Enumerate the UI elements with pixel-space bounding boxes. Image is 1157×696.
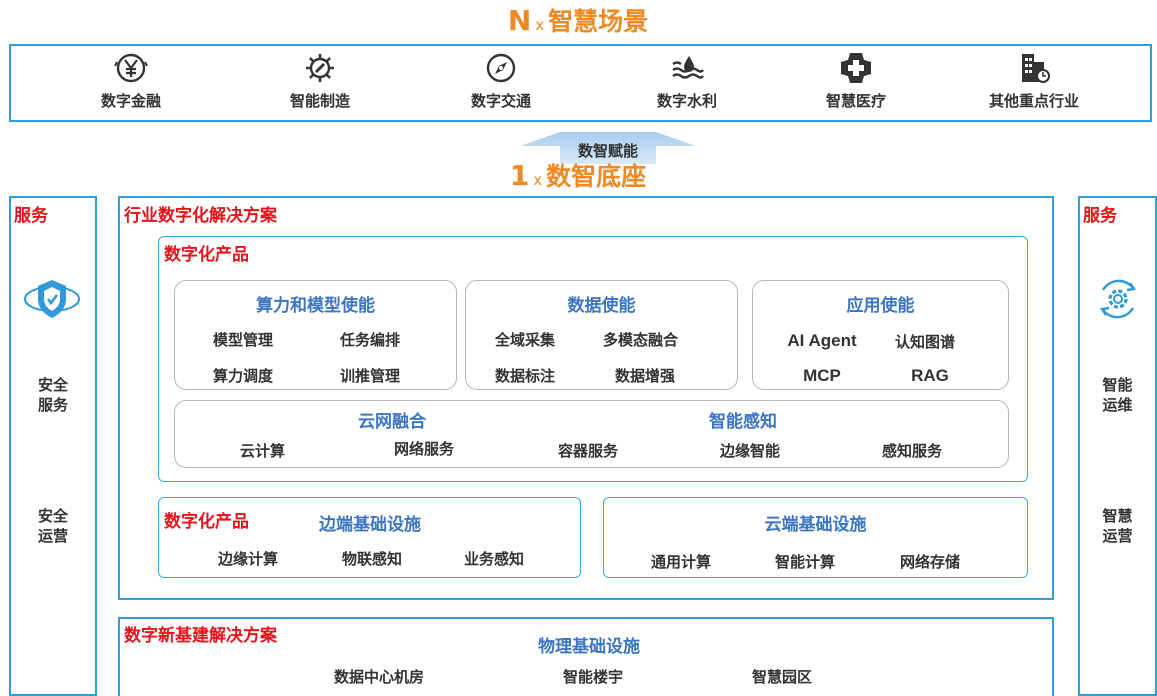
data-enable-title: 数据使能 bbox=[567, 296, 636, 316]
left-service-item: 安全 运营 bbox=[37, 507, 68, 545]
physical-item: 数据中心机房 bbox=[334, 668, 425, 686]
cloud-item: 智能计算 bbox=[775, 553, 836, 571]
shield-icon bbox=[24, 280, 80, 318]
compute-item: 任务编排 bbox=[340, 331, 401, 349]
cloudnet-item: 容器服务 bbox=[558, 442, 619, 460]
compute-item: 模型管理 bbox=[213, 331, 274, 349]
data-item: 数据增强 bbox=[615, 367, 676, 385]
data-item: 数据标注 bbox=[495, 367, 556, 385]
scenes-title-n: N bbox=[507, 4, 532, 37]
compute-enable-title: 算力和模型使能 bbox=[256, 296, 375, 316]
medical-cross-icon bbox=[841, 53, 871, 83]
empower-arrow bbox=[520, 132, 696, 164]
scene-finance: 数字金融 bbox=[76, 50, 186, 111]
scene-medical: 智慧医疗 bbox=[801, 50, 911, 111]
edge-item: 物联感知 bbox=[342, 550, 403, 568]
building-icon bbox=[1022, 54, 1050, 83]
scene-label: 数字金融 bbox=[100, 92, 161, 110]
base-title-text: 数智底座 bbox=[546, 162, 647, 191]
cloud-infra-title: 云端基础设施 bbox=[764, 515, 867, 535]
gear-wrench-icon bbox=[306, 54, 334, 82]
right-service-title: 服务 bbox=[1083, 206, 1117, 226]
app-item: RAG bbox=[911, 366, 949, 385]
app-enable-title: 应用使能 bbox=[846, 296, 915, 316]
physical-infra-title: 物理基础设施 bbox=[538, 637, 640, 657]
scene-transport: 数字交通 bbox=[446, 50, 556, 111]
water-icon bbox=[672, 56, 704, 79]
app-item: MCP bbox=[803, 366, 841, 385]
cloudnet-item: 感知服务 bbox=[882, 442, 943, 460]
right-service-item: 智慧 运营 bbox=[1102, 507, 1133, 545]
app-item: AI Agent bbox=[787, 331, 857, 350]
edge-item: 边缘计算 bbox=[218, 550, 279, 568]
scene-label: 其他重点行业 bbox=[988, 92, 1079, 110]
empower-label: 数智赋能 bbox=[577, 142, 638, 160]
gear-refresh-icon bbox=[1099, 279, 1137, 319]
scene-water: 数字水利 bbox=[632, 50, 742, 111]
yen-icon bbox=[114, 53, 148, 83]
new-infra-panel bbox=[118, 617, 1054, 696]
cloud-item: 通用计算 bbox=[651, 553, 712, 571]
cloudnet-title: 云网融合 bbox=[358, 412, 426, 432]
right-service-panel bbox=[1078, 196, 1157, 696]
cloudnet-item: 云计算 bbox=[240, 442, 286, 460]
compute-item: 训推管理 bbox=[340, 367, 401, 385]
data-item: 多模态融合 bbox=[603, 331, 679, 349]
scene-label: 数字交通 bbox=[470, 92, 531, 110]
scene-label: 数字水利 bbox=[656, 92, 717, 110]
industry-solution-title: 行业数字化解决方案 bbox=[124, 206, 277, 226]
scene-label: 智能制造 bbox=[289, 92, 350, 110]
new-infra-title: 数字新基建解决方案 bbox=[124, 626, 277, 646]
perception-title: 智能感知 bbox=[709, 412, 777, 432]
right-service-item: 智能 运维 bbox=[1102, 376, 1133, 414]
left-service-item: 安全 服务 bbox=[37, 376, 68, 414]
edge-infra-title: 边端基础设施 bbox=[319, 515, 421, 535]
app-item: 认知图谱 bbox=[895, 333, 956, 351]
scenes-title-x: x bbox=[535, 16, 545, 34]
left-service-title: 服务 bbox=[14, 206, 48, 226]
edge-infra-panel bbox=[158, 497, 581, 578]
digital-product-title: 数字化产品 bbox=[164, 245, 249, 265]
scenes-title-text: 智慧场景 bbox=[548, 7, 649, 36]
physical-item: 智能楼宇 bbox=[563, 668, 624, 686]
base-title-x: x bbox=[533, 171, 543, 189]
edge-infra-tag: 数字化产品 bbox=[164, 512, 249, 532]
scene-label: 智慧医疗 bbox=[825, 92, 886, 110]
physical-item: 智慧园区 bbox=[752, 668, 813, 686]
compute-item: 算力调度 bbox=[213, 367, 274, 385]
scenes-panel bbox=[9, 44, 1152, 122]
base-title-1: 1 bbox=[509, 159, 530, 192]
cloudnet-item: 网络服务 bbox=[394, 440, 455, 458]
compute-enable-card bbox=[174, 280, 457, 390]
data-enable-card bbox=[465, 280, 738, 390]
left-service-panel bbox=[9, 196, 97, 696]
cloudnet-item: 边缘智能 bbox=[720, 442, 781, 460]
cloud-infra-panel bbox=[603, 497, 1028, 578]
cloudnet-card bbox=[174, 400, 1009, 468]
edge-item: 业务感知 bbox=[464, 550, 525, 568]
scene-other: 其他重点行业 bbox=[979, 50, 1089, 111]
compass-icon bbox=[486, 53, 516, 83]
scene-manufacturing: 智能制造 bbox=[265, 50, 375, 111]
app-enable-card bbox=[752, 280, 1009, 390]
data-item: 全域采集 bbox=[495, 331, 556, 349]
cloud-item: 网络存储 bbox=[900, 553, 961, 571]
